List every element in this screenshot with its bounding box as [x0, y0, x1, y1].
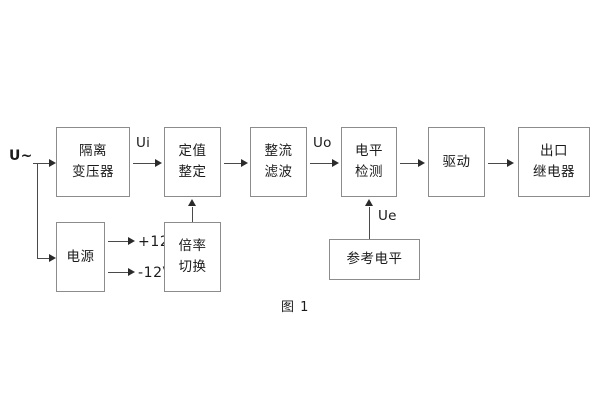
connector-multiplier-to-setting [192, 207, 193, 222]
block-isolation-transformer[interactable]: 隔离 变压器 [56, 127, 130, 197]
block-isolation-transformer-line-2: 变压器 [72, 164, 114, 180]
block-level-detect-line-2: 检测 [355, 164, 383, 180]
block-rectify-filter[interactable]: 整流 滤波 [250, 127, 307, 197]
connector-input-to-transformer [37, 163, 50, 164]
connector-level-to-drive [400, 163, 420, 164]
connector-rectify-to-level [310, 163, 333, 164]
arrow-drive-to-relay-icon [507, 159, 514, 167]
connector-power-rail-positive [108, 241, 130, 242]
arrow-input-to-transformer-icon [49, 159, 56, 167]
block-output-relay[interactable]: 出口 继电器 [518, 127, 590, 197]
arrow-input-to-power-icon [49, 254, 56, 262]
connector-input-to-power [37, 258, 50, 259]
connector-input-bus [37, 163, 38, 259]
connector-reference-to-level [369, 207, 370, 239]
connector-input-stub [33, 163, 39, 164]
block-setting-value-line-1: 定值 [178, 143, 207, 160]
arrow-rail-negative-icon [128, 268, 135, 276]
arrow-setting-to-rectify-icon [241, 159, 248, 167]
arrow-level-to-drive-icon [418, 159, 425, 167]
connector-power-rail-negative [108, 272, 130, 273]
block-level-detect[interactable]: 电平 检测 [341, 127, 397, 197]
block-drive[interactable]: 驱动 [428, 127, 485, 197]
figure-caption: 图 1 [281, 300, 310, 315]
block-output-relay-line-1: 出口 [540, 143, 568, 160]
arrow-rail-positive-icon [128, 237, 135, 245]
block-multiplier-switch-line-1: 倍率 [178, 238, 207, 255]
block-setting-value[interactable]: 定值 整定 [164, 127, 221, 197]
block-reference-level-line-1: 参考电平 [346, 251, 403, 268]
signal-label-uo: Uo [313, 135, 332, 151]
input-source-label: U~ [9, 148, 33, 164]
block-level-detect-line-1: 电平 [355, 143, 383, 160]
connector-setting-to-rectify [224, 163, 243, 164]
arrow-multiplier-to-setting-icon [188, 199, 196, 206]
block-rectify-filter-line-2: 滤波 [264, 164, 293, 180]
block-power-supply[interactable]: 电源 [56, 222, 105, 292]
block-power-supply-line-1: 电源 [66, 248, 95, 265]
block-setting-value-line-2: 整定 [178, 164, 207, 180]
signal-label-ue: Ue [378, 208, 397, 224]
block-drive-line-1: 驱动 [442, 153, 471, 170]
connector-drive-to-relay [488, 163, 509, 164]
arrow-rectify-to-level-icon [332, 159, 339, 167]
rail-label-negative: -12V [138, 265, 173, 281]
block-reference-level[interactable]: 参考电平 [329, 239, 420, 280]
block-rectify-filter-line-1: 整流 [264, 143, 293, 160]
signal-label-ui: Ui [136, 135, 151, 151]
block-multiplier-switch-line-2: 切换 [178, 259, 207, 275]
block-output-relay-line-2: 继电器 [533, 164, 575, 180]
block-isolation-transformer-line-1: 隔离 [79, 143, 107, 160]
arrow-reference-to-level-icon [365, 199, 373, 206]
connector-transformer-to-setting [133, 163, 156, 164]
block-multiplier-switch[interactable]: 倍率 切换 [164, 222, 221, 292]
arrow-transformer-to-setting-icon [155, 159, 162, 167]
